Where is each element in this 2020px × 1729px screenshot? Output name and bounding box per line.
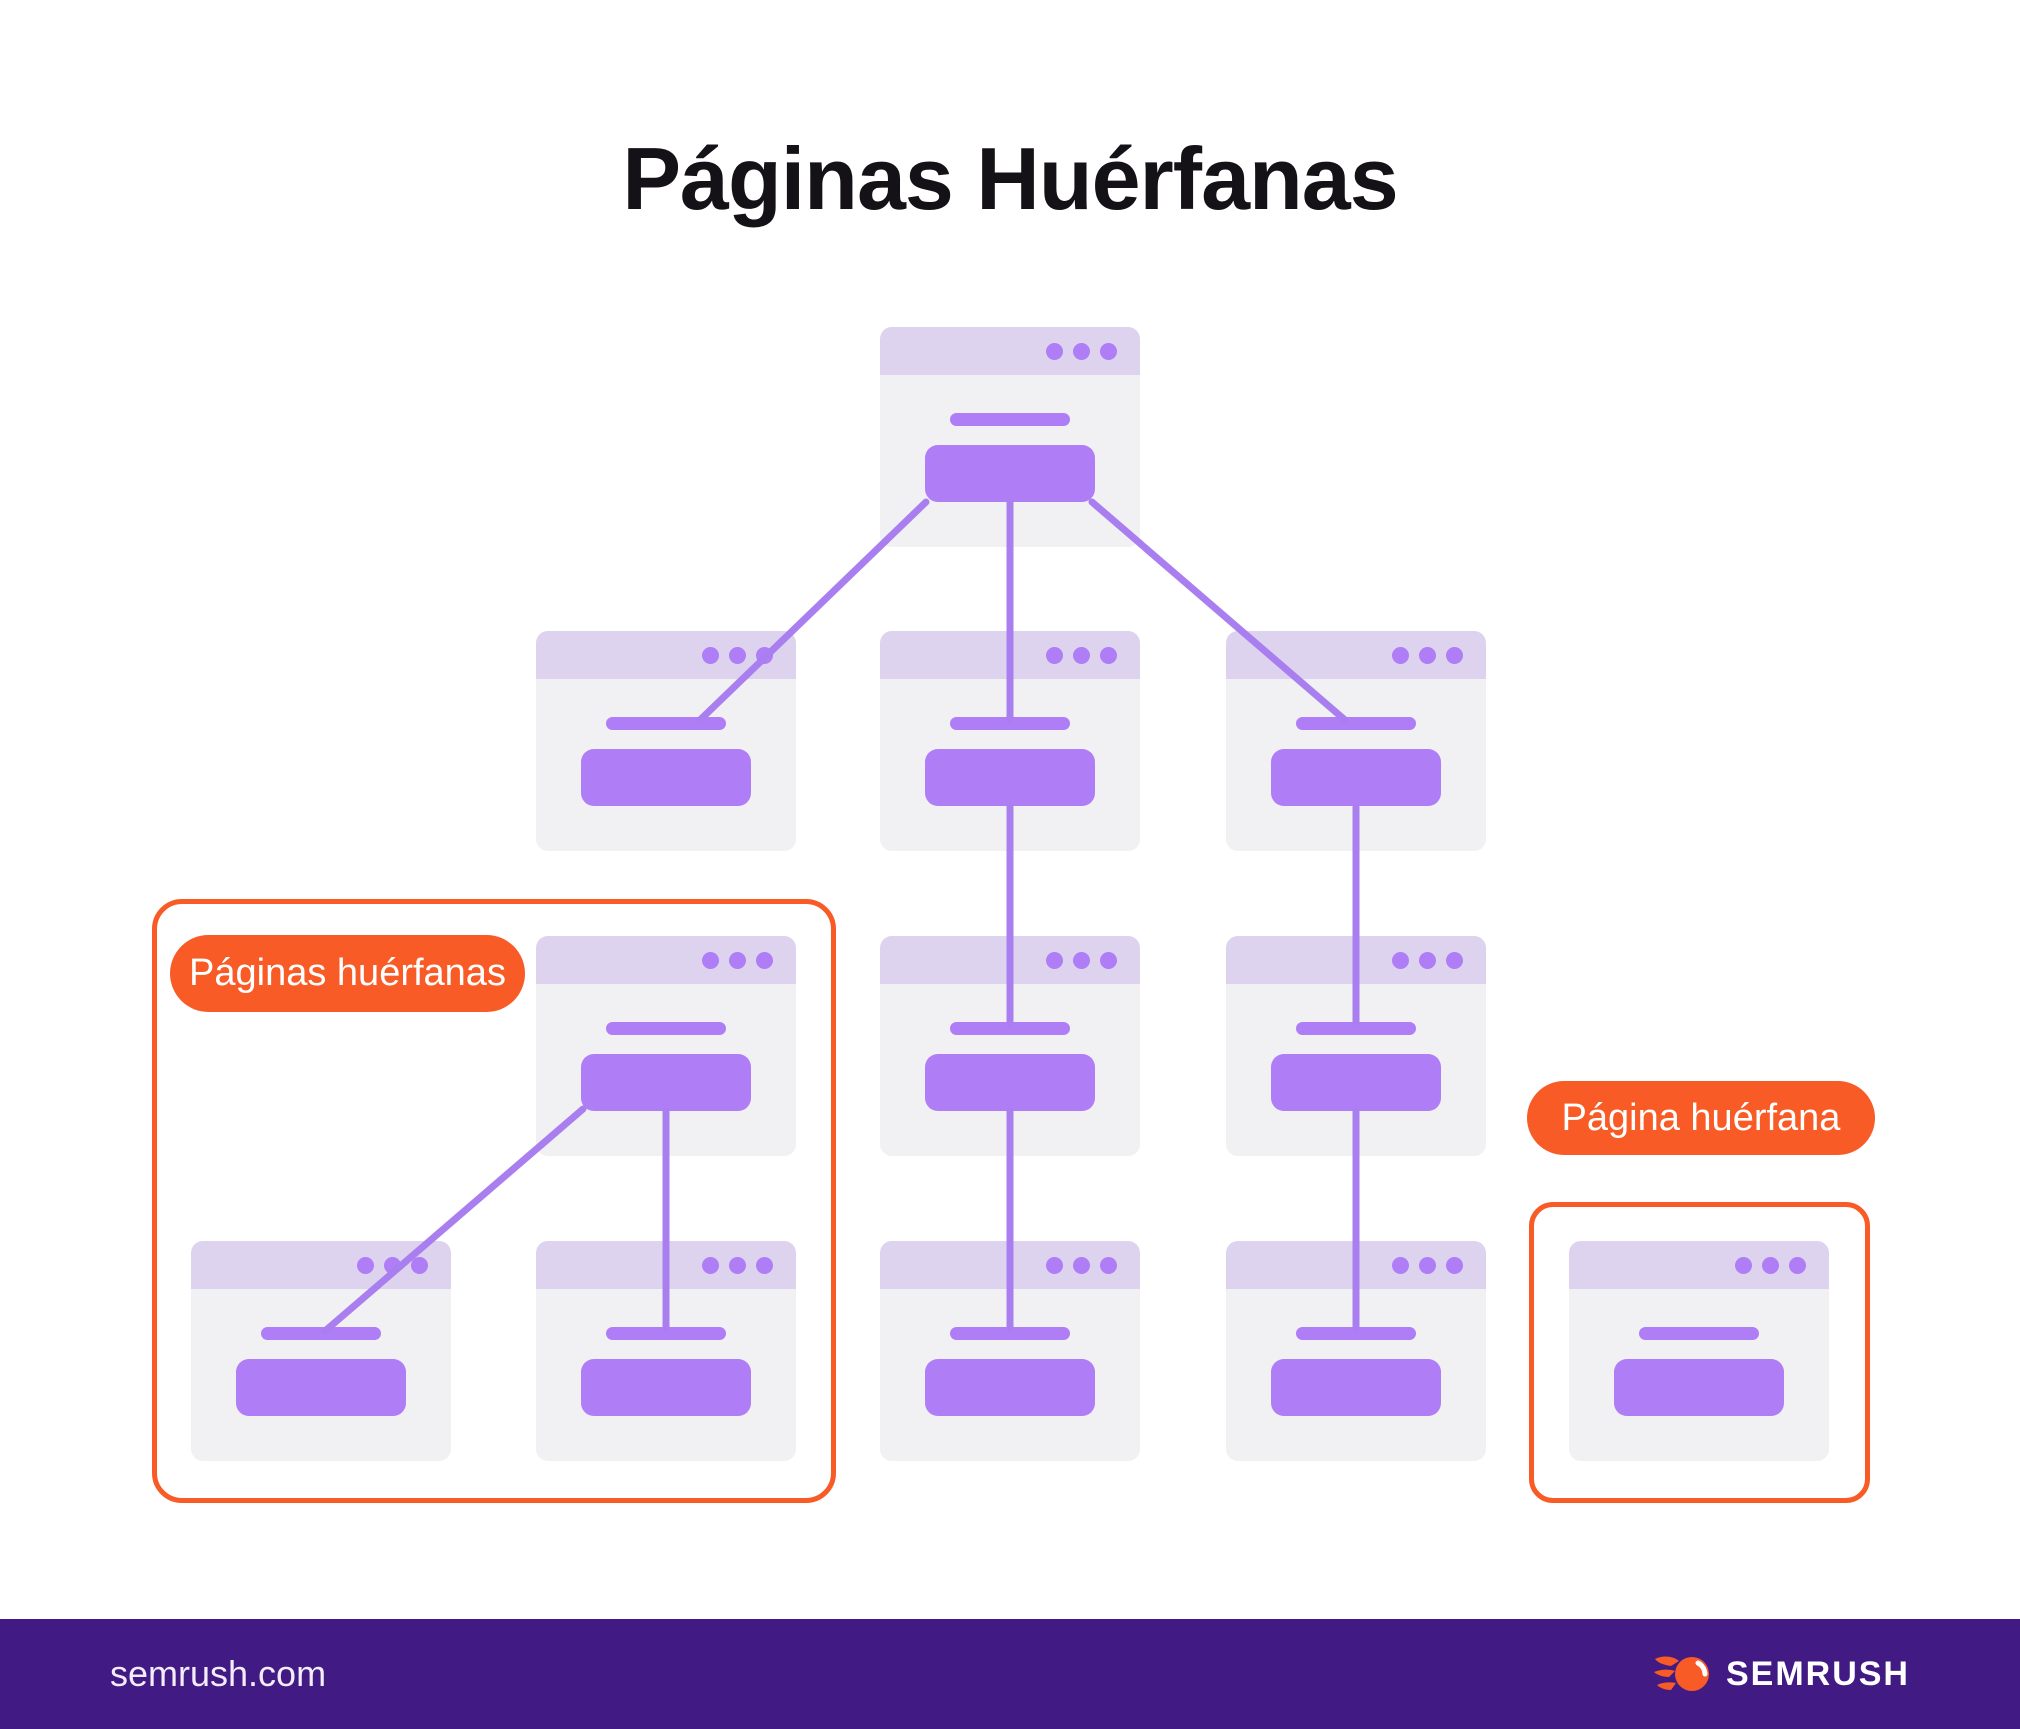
page-card-level4-center	[880, 1241, 1140, 1461]
window-dot-icon	[1046, 951, 1063, 969]
page-content-button	[1271, 1359, 1441, 1416]
window-dot-icon	[1419, 1256, 1436, 1274]
window-dot-icon	[1419, 646, 1436, 664]
window-dot-icon	[729, 646, 746, 664]
orphan-pages-group-outline	[152, 899, 836, 1503]
page-title-pill	[1296, 717, 1416, 730]
page-content-button	[925, 445, 1095, 502]
page-content-button	[236, 1359, 406, 1416]
window-dot-icon	[1735, 1256, 1752, 1274]
page-content-button	[925, 1359, 1095, 1416]
window-dot-icon	[1392, 646, 1409, 664]
window-titlebar	[880, 1241, 1140, 1289]
window-dot-icon	[1100, 1256, 1117, 1274]
window-dot-icon	[1100, 951, 1117, 969]
page-title-pill	[950, 1022, 1070, 1035]
page-title-pill	[1639, 1327, 1759, 1340]
window-dot-icon	[1392, 951, 1409, 969]
page-content-button	[581, 1359, 751, 1416]
window-dot-icon	[1100, 342, 1117, 360]
page-content-button	[1271, 749, 1441, 806]
window-dot-icon	[729, 1256, 746, 1274]
page-content-button	[581, 749, 751, 806]
page-card-level2-right	[1226, 631, 1486, 851]
page-card-level2-center	[880, 631, 1140, 851]
page-title-pill	[606, 1327, 726, 1340]
window-dot-icon	[1100, 646, 1117, 664]
window-titlebar	[880, 936, 1140, 984]
page-card-level4-right	[1226, 1241, 1486, 1461]
window-titlebar	[880, 631, 1140, 679]
page-content-button	[1271, 1054, 1441, 1111]
window-dot-icon	[1046, 1256, 1063, 1274]
page-card-orphan-single	[1569, 1241, 1829, 1461]
window-dot-icon	[756, 951, 773, 969]
window-dot-icon	[702, 951, 719, 969]
page-content-button	[925, 1054, 1095, 1111]
page-content-button	[1614, 1359, 1784, 1416]
window-titlebar	[1226, 936, 1486, 984]
window-dot-icon	[1073, 342, 1090, 360]
window-dot-icon	[1419, 951, 1436, 969]
page-card-orphan-child-right	[536, 1241, 796, 1461]
window-titlebar	[1226, 631, 1486, 679]
window-dot-icon	[411, 1256, 428, 1274]
window-titlebar	[1569, 1241, 1829, 1289]
page-card-level3-center	[880, 936, 1140, 1156]
window-dot-icon	[1446, 646, 1463, 664]
page-card-root	[880, 327, 1140, 547]
page-title-pill	[1296, 1022, 1416, 1035]
window-dot-icon	[1046, 646, 1063, 664]
orphan-page-outline	[1529, 1202, 1870, 1503]
page-title-pill	[950, 1327, 1070, 1340]
page-card-level2-left	[536, 631, 796, 851]
window-titlebar	[536, 631, 796, 679]
footer-bar: semrush.com SEMRUSH	[0, 1619, 2020, 1729]
page-card-level3-right	[1226, 936, 1486, 1156]
window-dot-icon	[1446, 951, 1463, 969]
window-dot-icon	[384, 1256, 401, 1274]
page-card-orphan-child-left	[191, 1241, 451, 1461]
page-title-pill	[1296, 1327, 1416, 1340]
orphan-page-badge: Página huérfana	[1527, 1081, 1875, 1155]
window-titlebar	[536, 936, 796, 984]
orphan-pages-badge: Páginas huérfanas	[170, 935, 525, 1012]
page-card-orphan-subtree-root	[536, 936, 796, 1156]
window-dot-icon	[1392, 1256, 1409, 1274]
window-dot-icon	[1073, 951, 1090, 969]
window-dot-icon	[1446, 1256, 1463, 1274]
footer-domain-text: semrush.com	[110, 1653, 327, 1694]
window-dot-icon	[756, 646, 773, 664]
window-titlebar	[191, 1241, 451, 1289]
semrush-logo-text: SEMRUSH	[1725, 1654, 1910, 1693]
window-dot-icon	[756, 1256, 773, 1274]
page-title-pill	[950, 413, 1070, 426]
window-titlebar	[1226, 1241, 1486, 1289]
window-dot-icon	[1046, 342, 1063, 360]
page-title: Páginas Huérfanas	[622, 129, 1398, 228]
semrush-logo: SEMRUSH	[1653, 1653, 1910, 1695]
window-dot-icon	[702, 1256, 719, 1274]
semrush-flame-icon	[1653, 1656, 1709, 1691]
page-content-button	[581, 1054, 751, 1111]
window-dot-icon	[1073, 1256, 1090, 1274]
page-content-button	[925, 749, 1095, 806]
window-dot-icon	[702, 646, 719, 664]
window-dot-icon	[729, 951, 746, 969]
window-titlebar	[880, 327, 1140, 375]
page-title-pill	[950, 717, 1070, 730]
page-title-pill	[606, 717, 726, 730]
page-title-pill	[261, 1327, 381, 1340]
window-dot-icon	[1762, 1256, 1779, 1274]
page-title-pill	[606, 1022, 726, 1035]
window-dot-icon	[357, 1256, 374, 1274]
window-dot-icon	[1073, 646, 1090, 664]
window-dot-icon	[1789, 1256, 1806, 1274]
window-titlebar	[536, 1241, 796, 1289]
